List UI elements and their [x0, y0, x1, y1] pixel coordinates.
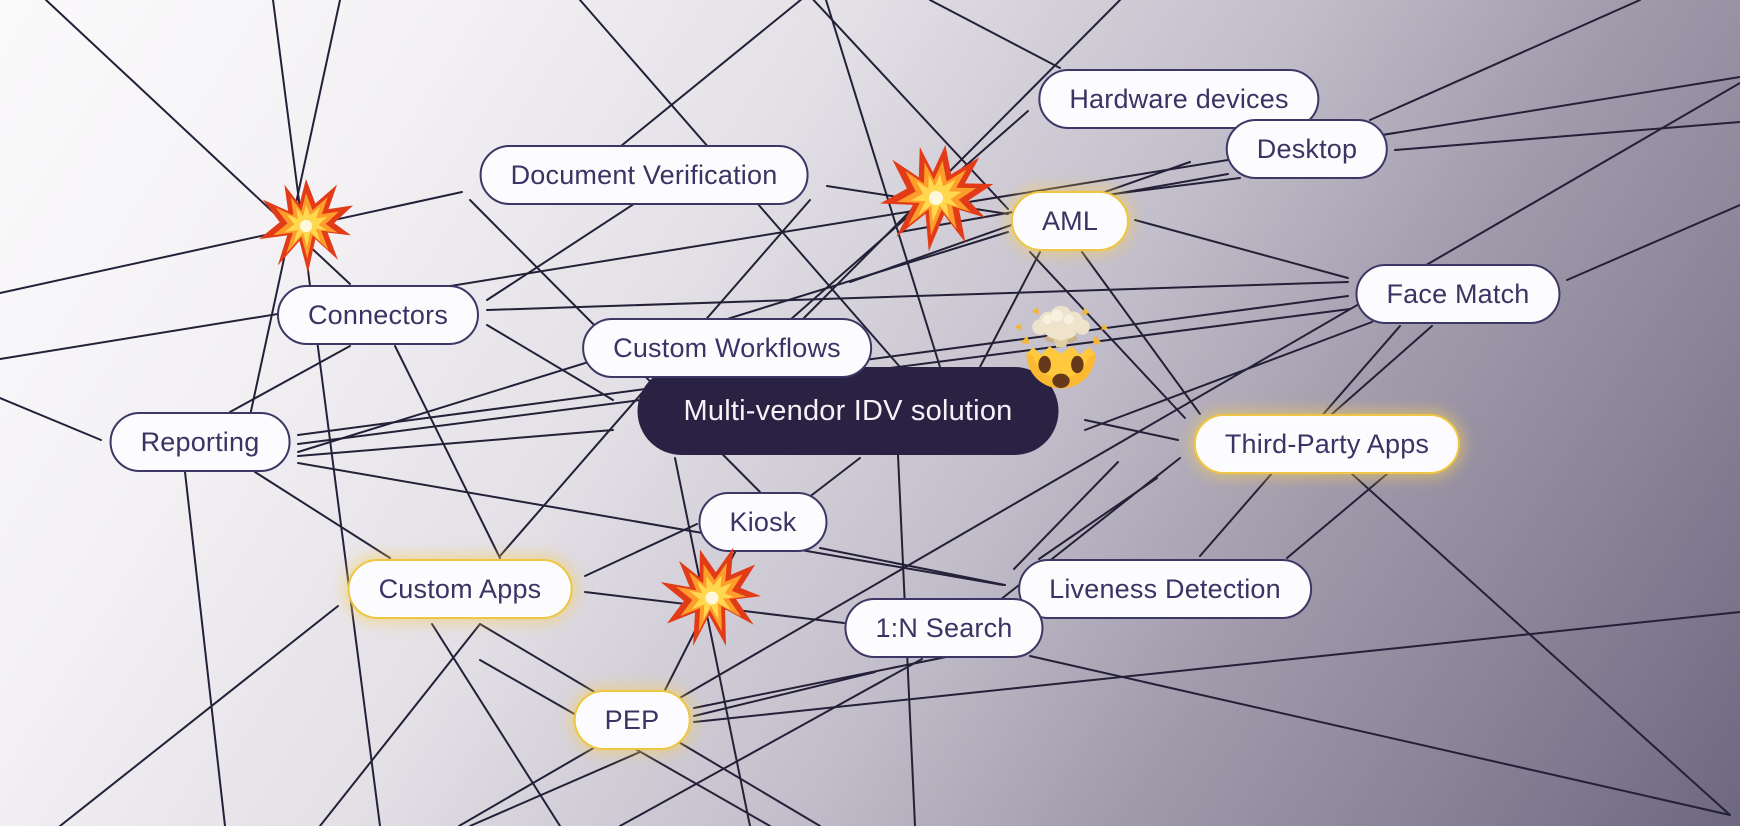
node-pill-third-party-apps: Third-Party Apps — [1193, 414, 1461, 474]
node-pill-kiosk: Kiosk — [698, 492, 828, 552]
connection-line — [620, 0, 803, 147]
node-pill-label: Kiosk — [729, 506, 797, 537]
connection-line — [247, 0, 341, 426]
connection-line — [1331, 325, 1433, 415]
node-pill-face-match: Face Match — [1355, 264, 1561, 324]
connection-line — [59, 605, 339, 826]
connection-line — [1029, 655, 1731, 816]
connection-line — [1369, 0, 1641, 121]
connection-line — [1394, 121, 1740, 151]
node-pill-multi-vendor-idv-solution: Multi-vendor IDV solution — [637, 367, 1059, 455]
node-pill-connectors: Connectors — [276, 285, 480, 345]
node-pill-document-verification: Document Verification — [479, 145, 809, 205]
node-pill-label: Third-Party Apps — [1224, 428, 1430, 459]
connection-line — [1286, 473, 1388, 559]
connection-line — [799, 0, 1121, 323]
connection-line — [486, 199, 641, 301]
node-pill-label: Face Match — [1386, 278, 1530, 309]
node-pill-label: Custom Workflows — [613, 332, 841, 363]
node-pill-desktop: Desktop — [1225, 119, 1389, 179]
connection-line — [297, 429, 614, 457]
connection-line — [1084, 321, 1373, 431]
node-pill-custom-workflows: Custom Workflows — [582, 318, 872, 378]
connection-line — [929, 0, 1061, 69]
node-pill-custom-apps: Custom Apps — [347, 559, 573, 619]
connection-line — [619, 658, 923, 826]
node-pill-one-n-search: 1:N Search — [844, 598, 1044, 658]
node-pill-label: Liveness Detection — [1049, 573, 1281, 604]
connection-line — [819, 547, 1006, 586]
connection-line — [1566, 204, 1740, 281]
connection-line — [807, 457, 861, 499]
connection-line — [584, 523, 698, 577]
connection-line — [1081, 251, 1201, 415]
node-pill-label: PEP — [604, 704, 660, 735]
connection-line — [1134, 219, 1349, 279]
connection-line — [1013, 461, 1119, 570]
connection-line — [0, 397, 102, 441]
connection-line — [693, 611, 1740, 723]
node-pill-label: Custom Apps — [378, 573, 542, 604]
connection-line — [1084, 419, 1179, 441]
node-pill-label: Multi-vendor IDV solution — [683, 394, 1013, 427]
node-pill-aml: AML — [1010, 191, 1130, 251]
node-pill-pep: PEP — [573, 690, 691, 750]
node-pill-label: Hardware devices — [1069, 83, 1289, 114]
node-pill-label: Document Verification — [510, 159, 778, 190]
connection-line — [297, 462, 1004, 586]
connection-line — [1029, 251, 1186, 419]
connection-line — [229, 345, 351, 413]
connection-line — [486, 281, 1349, 311]
connection-line — [1351, 473, 1731, 816]
connection-line — [584, 591, 845, 624]
connection-line — [45, 0, 351, 285]
node-pill-label: Reporting — [140, 426, 260, 457]
connection-line — [184, 471, 226, 826]
connection-line — [319, 623, 481, 826]
connection-line — [486, 324, 614, 401]
node-pill-label: Desktop — [1256, 133, 1358, 164]
node-pill-liveness-detection: Liveness Detection — [1018, 559, 1312, 619]
connection-line — [812, 0, 1009, 210]
connection-line — [394, 345, 501, 559]
connection-line — [693, 671, 876, 717]
connection-line — [659, 551, 736, 701]
connection-line — [825, 0, 941, 368]
connection-line — [254, 471, 391, 559]
connection-line — [0, 191, 463, 294]
node-pill-label: Connectors — [307, 299, 449, 330]
connection-line — [469, 751, 641, 826]
node-pill-label: AML — [1041, 205, 1099, 236]
node-pill-label: 1:N Search — [875, 612, 1013, 643]
node-pill-reporting: Reporting — [109, 412, 291, 472]
connection-line — [979, 251, 1041, 368]
connection-line — [272, 0, 381, 826]
